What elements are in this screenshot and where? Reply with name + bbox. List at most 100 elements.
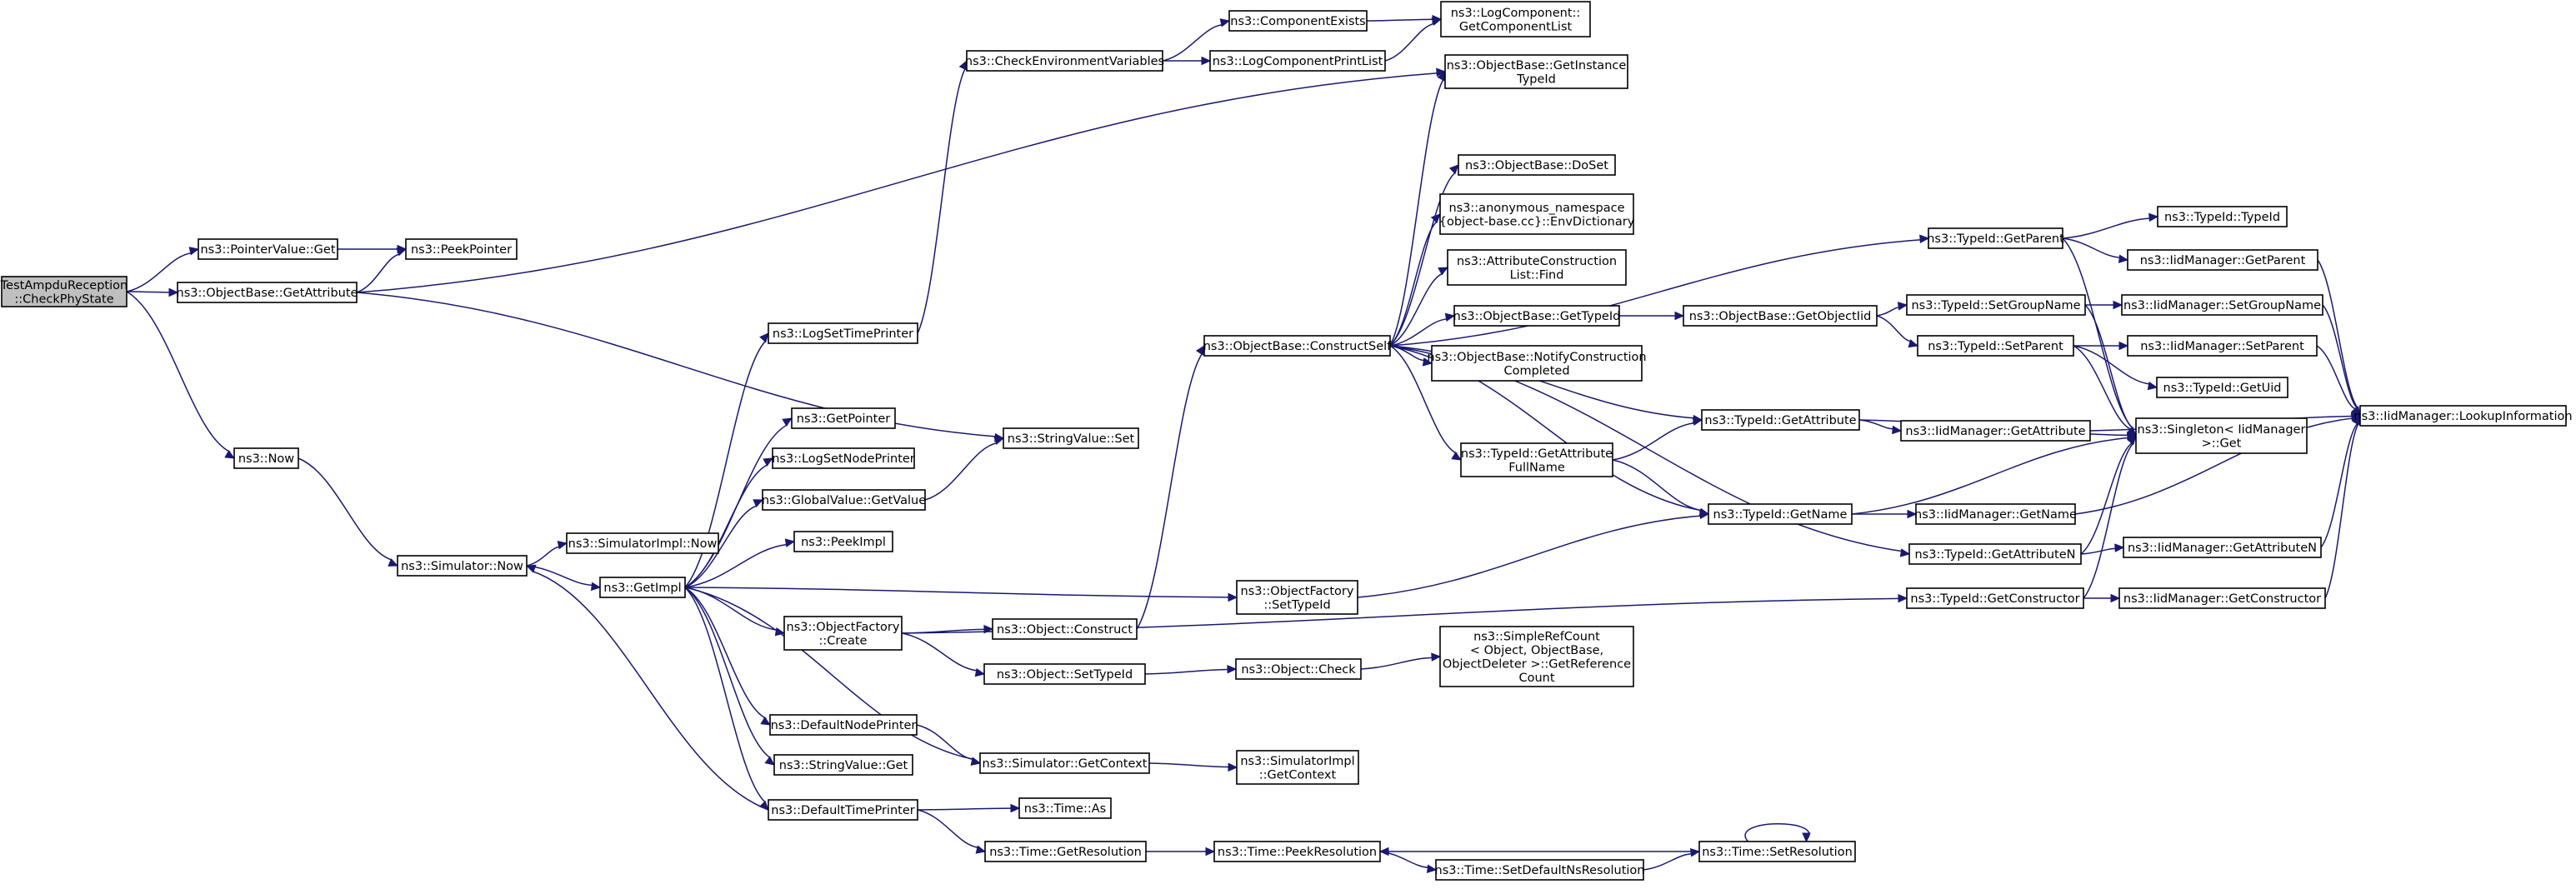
node-getcomplist[interactable]: ns3::LogComponent::GetComponentList [1440,1,1591,37]
node-label: ns3::GlobalValue::GetValue [762,494,926,507]
node-simnow[interactable]: ns3::Simulator::Now [397,555,528,577]
node-getpointer[interactable]: ns3::GetPointer [791,407,896,429]
arrowhead [764,756,775,766]
node-tidgetattrn[interactable]: ns3::TypeId::GetAttributeN [1908,543,2082,565]
node-timesetdef[interactable]: ns3::Time::SetDefaultNsResolution [1435,859,1645,881]
node-label: ns3::TypeId::GetAttribute [1704,414,1856,427]
arrowhead [763,457,774,467]
node-box [1906,294,2086,316]
node-iidgetattr[interactable]: ns3::IidManager::GetAttribute [1900,420,2091,442]
node-box [2127,249,2318,271]
node-iidsetgroup[interactable]: ns3::IidManager::SetGroupName [2121,294,2323,316]
node-simimplnow[interactable]: ns3::SimulatorImpl::Now [566,532,719,554]
node-box [1018,797,1112,819]
edge-getimpl-to-deftime [684,587,769,811]
node-timeas[interactable]: ns3::Time::As [1018,797,1112,819]
node-iidgetctor[interactable]: ns3::IidManager::GetConstructor [2118,587,2326,609]
node-now[interactable]: ns3::Now [233,447,299,469]
edge-objconstruct-to-constructself [1136,344,1205,630]
node-label: ns3::ObjectBase::ConstructSelf [1203,340,1392,353]
node-pvget[interactable]: ns3::PointerValue::Get [198,238,338,260]
node-label: ns3::IidManager::GetAttributeN [2128,542,2317,555]
edge-simnow-to-simimplnow [526,541,568,567]
node-label: ns3::LogSetNodePrinter [772,452,915,466]
node-timesetres[interactable]: ns3::Time::SetResolution [1698,841,1856,862]
node-ofsettid[interactable]: ns3::ObjectFactory::SetTypeId [1236,580,1358,615]
node-gvgetvalue[interactable]: ns3::GlobalValue::GetValue [762,489,926,511]
node-simimplctx[interactable]: ns3::SimulatorImpl::GetContext [1236,750,1359,785]
arrowhead [2148,212,2159,222]
node-deftime[interactable]: ns3::DefaultTimePrinter [768,799,918,821]
node-logsetnode[interactable]: ns3::LogSetNodePrinter [772,447,915,469]
node-box [1447,249,1627,286]
node-objcheck[interactable]: ns3::Object::Check [1235,658,1362,680]
node-objconstruct[interactable]: ns3::Object::Construct [992,618,1138,640]
arrowhead [975,845,987,854]
node-timegetres[interactable]: ns3::Time::GetResolution [984,841,1147,862]
node-iidgetattrn[interactable]: ns3::IidManager::GetAttributeN [2123,537,2322,558]
node-logsettime[interactable]: ns3::LogSetTimePrinter [768,322,918,344]
node-label: List::Find [1510,268,1564,282]
edge-getimpl-to-logsettime [684,332,769,588]
node-box [1440,1,1591,37]
node-getobjectiid[interactable]: ns3::ObjectBase::GetObjectIid [1683,305,1878,327]
node-iidsetparent[interactable]: ns3::IidManager::SetParent [2127,335,2318,357]
arrowhead [1892,425,1903,435]
node-svset[interactable]: ns3::StringValue::Set [1003,427,1139,449]
node-box [1900,420,2091,442]
edge-now-to-simnow [298,457,399,567]
node-constructself[interactable]: ns3::ObjectBase::ConstructSelf [1203,335,1392,357]
arrowhead [1448,164,1459,175]
node-lookup[interactable]: ns3::IidManager::LookupInformation [2353,405,2573,427]
node-tidgetattr[interactable]: ns3::TypeId::GetAttribute [1701,409,1860,431]
edge-tidsetparent-to-singleton [2073,345,2138,437]
node-singleton[interactable]: ns3::Singleton< IidManager>::Get [2135,417,2308,454]
node-label: ns3::GetPointer [797,412,891,426]
edge-root-to-now [126,291,236,459]
node-simgetctx[interactable]: ns3::Simulator::GetContext [979,752,1150,774]
node-label: ns3::LogComponent:: [1451,7,1581,20]
node-label: ns3::Time::PeekResolution [1218,846,1377,859]
node-root[interactable]: TestAmpduReception::CheckPhyState [0,276,128,307]
node-box [1236,750,1359,785]
node-tidsetparent[interactable]: ns3::TypeId::SetParent [1917,335,2074,357]
node-srcget[interactable]: ns3::SimpleRefCount< Object, ObjectBase,… [1439,626,1634,687]
node-box [768,799,918,821]
node-box [1235,658,1362,680]
node-obgettid[interactable]: ns3::ObjectBase::GetTypeId [1453,305,1621,327]
node-doset[interactable]: ns3::ObjectBase::DoSet [1458,154,1616,176]
node-tidsetgroup[interactable]: ns3::TypeId::SetGroupName [1906,294,2086,316]
node-checkenv[interactable]: ns3::CheckEnvironmentVariables [965,50,1164,72]
node-envdict[interactable]: ns3::anonymous_namespace{object-base.cc}… [1439,193,1635,235]
node-getimpl[interactable]: ns3::GetImpl [599,577,686,598]
node-tidgetparent[interactable]: ns3::TypeId::GetParent [1927,227,2064,249]
node-box [405,238,518,260]
node-tidtid[interactable]: ns3::TypeId::TypeId [2157,206,2288,227]
node-iidgetparent[interactable]: ns3::IidManager::GetParent [2127,249,2318,271]
node-getattr[interactable]: ns3::ObjectBase::GetAttribute [177,282,358,303]
node-logprint[interactable]: ns3::LogComponentPrintList [1209,50,1386,72]
node-peekimpl[interactable]: ns3::PeekImpl [793,531,893,552]
node-label: ns3::TypeId::GetName [1713,508,1848,522]
arrowhead [2110,593,2121,603]
node-label: ns3::DefaultTimePrinter [771,804,914,817]
node-svget[interactable]: ns3::StringValue::Get [773,754,913,776]
node-label: ns3::CheckEnvironmentVariables [965,55,1164,68]
node-iidgetname[interactable]: ns3::IidManager::GetName [1914,503,2077,525]
arrowhead [1426,864,1438,873]
arrowhead [784,538,796,547]
node-ofcreate[interactable]: ns3::ObjectFactory::Create [783,616,903,651]
node-tidgetctor[interactable]: ns3::TypeId::GetConstructor [1906,587,2084,609]
node-objsettid[interactable]: ns3::Object::SetTypeId [983,663,1146,685]
node-notifyconst[interactable]: ns3::ObjectBase::NotifyConstructionCompl… [1427,345,1647,382]
edge-getattr-to-getinsttid [356,67,1447,293]
node-peekptr[interactable]: ns3::PeekPointer [405,238,518,260]
node-defnode[interactable]: ns3::DefaultNodePrinter [769,714,918,736]
node-tidgetname[interactable]: ns3::TypeId::GetName [1708,503,1853,525]
node-tidgetuid[interactable]: ns3::TypeId::GetUid [2156,377,2288,398]
node-timepeekres[interactable]: ns3::Time::PeekResolution [1213,841,1381,862]
node-compexists[interactable]: ns3::ComponentExists [1228,10,1368,32]
